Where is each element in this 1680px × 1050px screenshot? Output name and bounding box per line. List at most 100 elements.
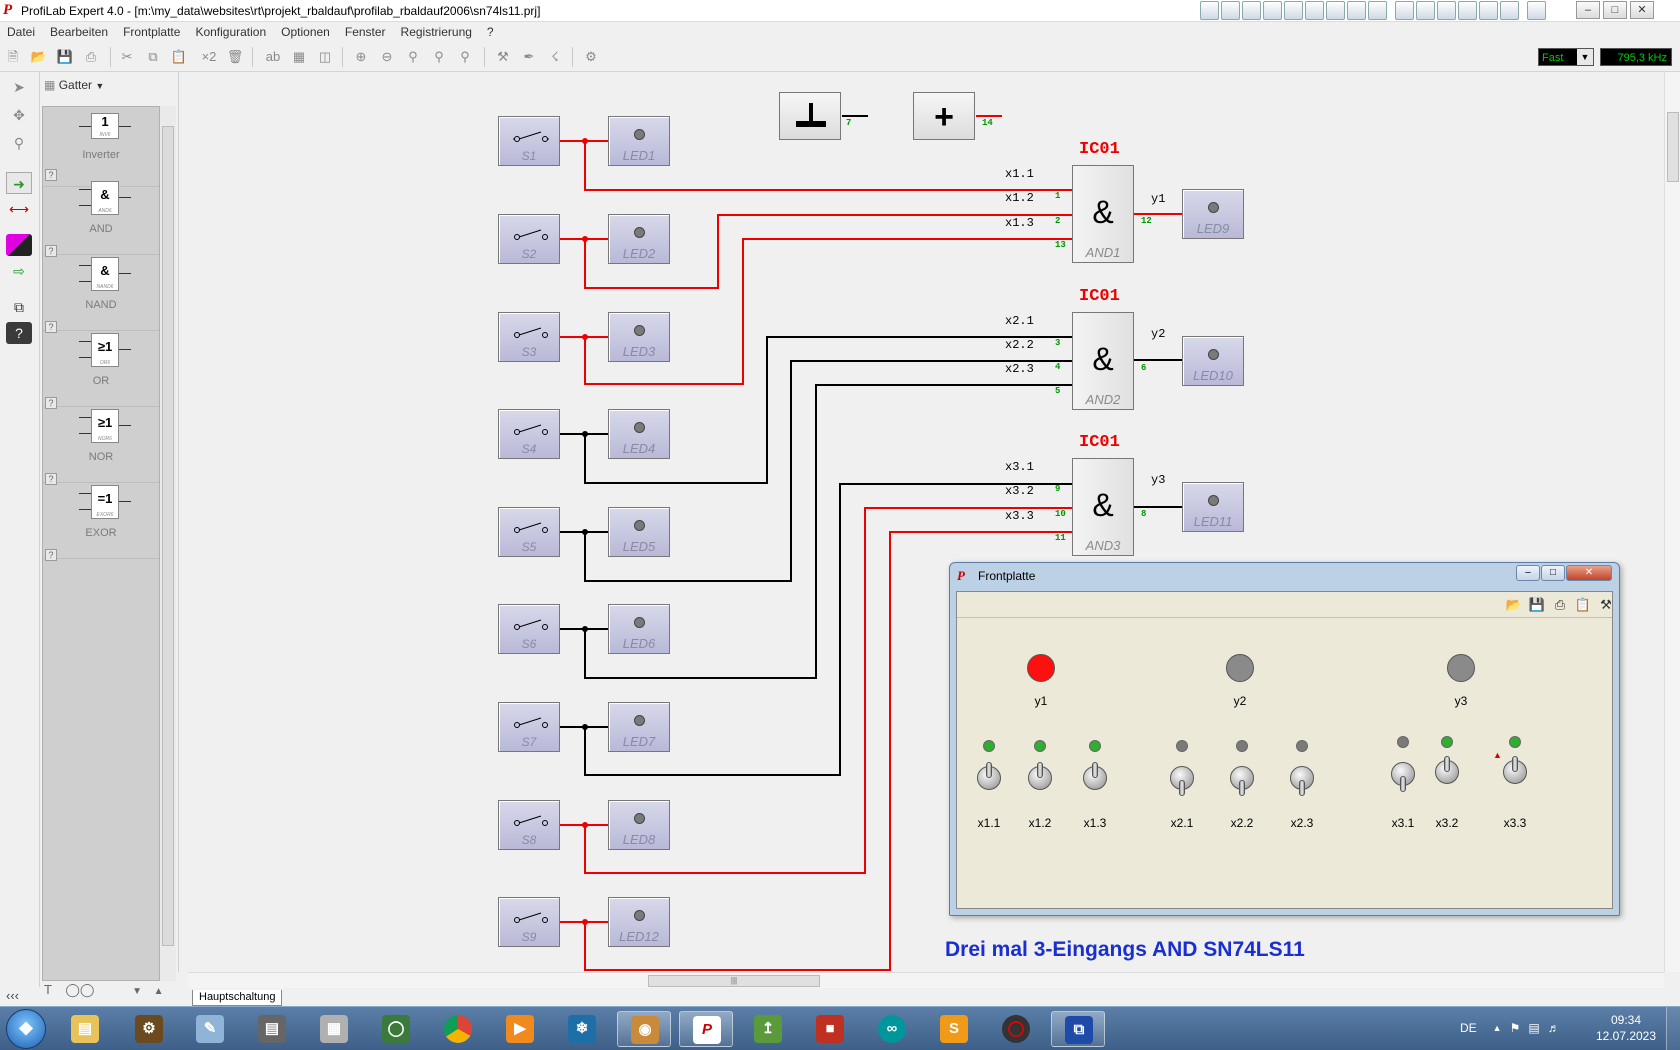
new-file-icon[interactable]: 🗎 (7, 49, 19, 64)
toggle-switch-x2.2[interactable] (1230, 760, 1254, 796)
pin-icon[interactable]: ⇨ (13, 263, 25, 279)
menu-datei[interactable]: Datei (7, 25, 36, 39)
led-led8[interactable]: LED8 (608, 800, 670, 850)
switch-s8[interactable]: S8 (498, 800, 560, 850)
help-mark[interactable]: ? (45, 549, 57, 561)
notes-icon[interactable] (1368, 1, 1387, 20)
toggle-switch-x3.1[interactable] (1391, 756, 1415, 792)
quicklaunch-icon-1[interactable] (1200, 1, 1219, 20)
show-desktop-button[interactable] (1666, 1007, 1680, 1050)
flag-icon[interactable]: ⚑ (1509, 1021, 1521, 1035)
library-category-select[interactable]: ▦ Gatter ▼ (44, 78, 104, 92)
network-icon[interactable]: ▤ (1528, 1021, 1540, 1035)
paste-icon[interactable]: 📋 (1574, 597, 1592, 612)
library-item-and[interactable]: &AND6 AND ? (43, 169, 159, 255)
key-icon[interactable] (1500, 1, 1519, 20)
checklist-icon[interactable] (1305, 1, 1324, 20)
wire-tool-icon[interactable]: ✒ (523, 49, 535, 64)
library-scrollbar[interactable] (160, 106, 176, 981)
signal-color-icon[interactable] (6, 234, 32, 256)
columns-icon[interactable]: ◫ (318, 49, 332, 64)
menu-bearbeiten[interactable]: Bearbeiten (50, 25, 109, 39)
chevron-up-icon[interactable]: ▲ (1492, 1023, 1502, 1033)
start-simulation-icon[interactable]: ➜ (6, 172, 32, 194)
switch-s6[interactable]: S6 (498, 604, 560, 654)
and-gate-and3[interactable]: &AND3 (1072, 458, 1134, 556)
duplicate-x2-button[interactable]: ×2 (201, 49, 217, 64)
switch-s5[interactable]: S5 (498, 507, 560, 557)
toggle-switch-x1.1[interactable] (977, 760, 1001, 794)
help-icon[interactable] (1221, 1, 1240, 20)
menu-optionen[interactable]: Optionen (281, 25, 330, 39)
text-tool-icon[interactable]: T (44, 982, 52, 997)
window-switch-icon[interactable] (1527, 1, 1546, 20)
help-mark[interactable]: ? (45, 473, 57, 485)
language-indicator[interactable]: DE (1460, 1021, 1477, 1035)
menu-frontplatte[interactable]: Frontplatte (123, 25, 181, 39)
print-icon[interactable]: ⎙ (1554, 597, 1566, 612)
help-icon-2[interactable] (1242, 1, 1261, 20)
open-folder-icon[interactable]: 📂 (1505, 597, 1523, 612)
led-led10[interactable]: LED10 (1182, 336, 1244, 386)
frontpanel-switch-icon[interactable]: ⧉ (14, 299, 24, 315)
taskbar-app-chart[interactable]: ↥ (741, 1011, 795, 1047)
menu-konfiguration[interactable]: Konfiguration (195, 25, 267, 39)
canvas-vertical-scrollbar[interactable] (1664, 72, 1680, 972)
powerpoint-icon[interactable] (1437, 1, 1456, 20)
maximize-button[interactable]: □ (1603, 1, 1627, 19)
led-led1[interactable]: LED1 (608, 116, 670, 166)
access-icon[interactable] (1458, 1, 1477, 20)
close-button[interactable]: ✕ (1630, 1, 1654, 19)
taskbar-profilab[interactable]: P (679, 1011, 733, 1047)
save-icon[interactable]: 💾 (56, 49, 74, 64)
and-gate-and2[interactable]: &AND2 (1072, 312, 1134, 410)
save-icon[interactable]: 💾 (1528, 597, 1546, 612)
taskbar-app-snow[interactable]: ❄ (555, 1011, 609, 1047)
card-icon[interactable] (1326, 1, 1345, 20)
switch-s2[interactable]: S2 (498, 214, 560, 264)
led-led2[interactable]: LED2 (608, 214, 670, 264)
taskbar-paint[interactable]: ◉ (617, 1011, 671, 1047)
mail-icon[interactable] (1263, 1, 1282, 20)
menu-registrierung[interactable]: Registrierung (400, 25, 472, 39)
help-mark[interactable]: ? (45, 169, 57, 181)
switch-s7[interactable]: S7 (498, 702, 560, 752)
toggle-switch-x3.2[interactable] (1435, 754, 1459, 788)
toggle-switch-x3.3[interactable] (1503, 754, 1527, 788)
delete-icon[interactable]: 🗑 (226, 49, 244, 64)
taskbar-app-switch[interactable]: ⧉ (1051, 1011, 1105, 1047)
clock[interactable]: 09:34 12.07.2023 (1594, 1012, 1658, 1044)
list-icon[interactable] (1347, 1, 1366, 20)
led-led12[interactable]: LED12 (608, 897, 670, 947)
select-pointer-icon[interactable]: ➤ (13, 79, 25, 95)
vertical-scroll-thumb[interactable] (1667, 112, 1679, 182)
taskbar-app-archive[interactable]: ▤ (245, 1011, 299, 1047)
led-led11[interactable]: LED11 (1182, 482, 1244, 532)
close-button[interactable]: ✕ (1566, 565, 1612, 581)
taskbar-globe[interactable]: ◯ (369, 1011, 423, 1047)
tools-icon[interactable]: ⚒ (497, 49, 509, 64)
open-folder-icon[interactable]: 📂 (30, 49, 48, 64)
switch-s4[interactable]: S4 (498, 409, 560, 459)
maximize-button[interactable]: □ (1541, 565, 1565, 581)
toggle-switch-x2.3[interactable] (1290, 760, 1314, 796)
taskbar-app-notes[interactable]: ✎ (183, 1011, 237, 1047)
led-led9[interactable]: LED9 (1182, 189, 1244, 239)
taskbar-chrome[interactable] (431, 1011, 485, 1047)
led-led4[interactable]: LED4 (608, 409, 670, 459)
zoom-all-icon[interactable]: ⚲ (460, 49, 470, 64)
probe-icon[interactable]: ☇ (551, 49, 559, 64)
minimize-button[interactable]: – (1516, 565, 1540, 581)
zoom-out-icon[interactable]: ⊖ (381, 49, 393, 64)
library-item-nand[interactable]: &NAND6 NAND ? (43, 245, 159, 331)
outlook-icon[interactable] (1479, 1, 1498, 20)
grid-icon[interactable]: ▦ (292, 49, 306, 64)
taskbar-media[interactable]: ▶ (493, 1011, 547, 1047)
crosshair-icon[interactable]: ✥ (13, 107, 25, 123)
menu-fenster[interactable]: Fenster (344, 25, 386, 39)
document-icon[interactable] (1284, 1, 1303, 20)
volume-icon[interactable]: ♬ (1547, 1021, 1560, 1035)
taskbar-arduino[interactable]: ∞ (865, 1011, 919, 1047)
help-mark[interactable]: ? (45, 397, 57, 409)
